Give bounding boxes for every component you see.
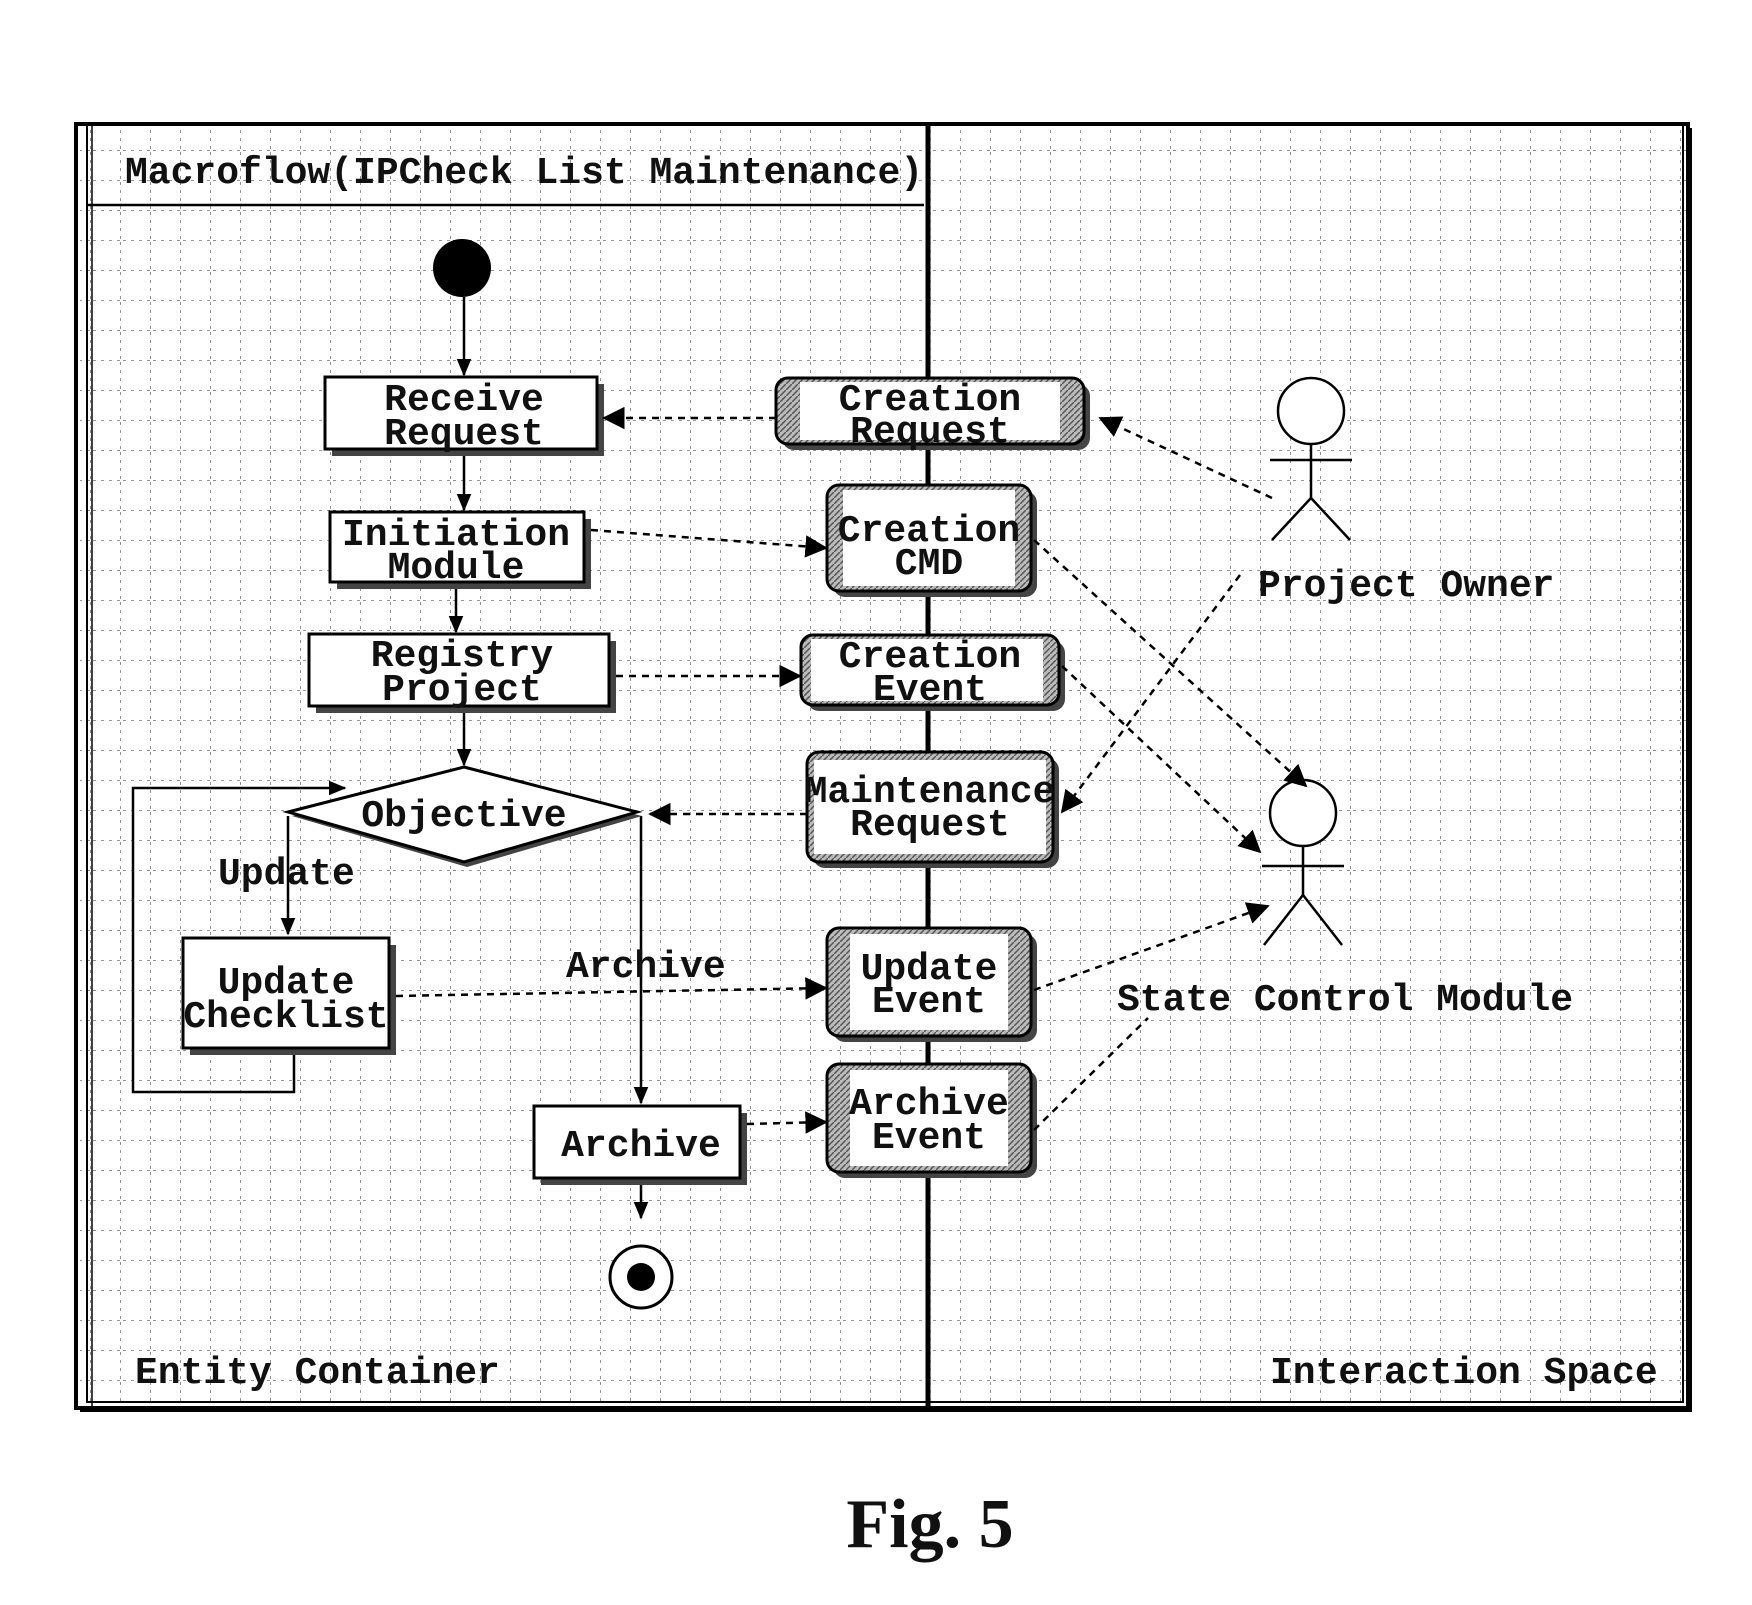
activity-archive: Archive: [534, 1106, 747, 1185]
message-creation-event-line2: Event: [873, 669, 987, 712]
activity-initiation-module-line2: Module: [388, 547, 525, 590]
activity-receive-request-line2: Request: [384, 413, 544, 456]
branch-label-update: Update: [218, 853, 355, 896]
entity-container-label: Entity Container: [135, 1352, 500, 1395]
message-creation-cmd: Creation CMD: [827, 485, 1037, 597]
activity-update-checklist: Update Checklist: [183, 938, 396, 1055]
decision-objective-label: Objective: [361, 795, 566, 838]
figure-caption: Fig. 5: [780, 1485, 1080, 1565]
activity-registry-project: Registry Project: [309, 634, 616, 713]
message-archive-event-line2: Event: [872, 1117, 986, 1160]
message-creation-request-line2: Request: [850, 411, 1010, 454]
branch-label-archive: Archive: [566, 946, 726, 989]
state-control-module-head-icon: [1270, 780, 1336, 846]
activity-update-checklist-line2: Checklist: [183, 996, 388, 1039]
actor-project-owner-label: Project Owner: [1258, 565, 1554, 608]
final-node: [610, 1246, 672, 1308]
project-owner-head-icon: [1278, 378, 1344, 444]
message-creation-request: Creation Request: [776, 378, 1090, 454]
interaction-space-label: Interaction Space: [1270, 1352, 1658, 1395]
message-creation-cmd-line2: CMD: [895, 543, 963, 586]
message-update-event-line2: Event: [872, 981, 986, 1024]
message-maintenance-request: Maintenance Request: [805, 752, 1059, 868]
message-creation-event: Creation Event: [801, 635, 1065, 712]
activity-archive-label: Archive: [561, 1125, 721, 1168]
message-update-event: Update Event: [827, 928, 1037, 1042]
activity-registry-project-line2: Project: [382, 669, 542, 712]
diagram-title: Macroflow(IPCheck List Maintenance): [125, 152, 923, 195]
message-maintenance-request-line2: Request: [850, 804, 1010, 847]
initial-node: [433, 239, 491, 297]
message-archive-event: Archive Event: [827, 1064, 1037, 1178]
activity-receive-request: Receive Request: [325, 377, 604, 456]
activity-initiation-module: Initiation Module: [330, 512, 591, 590]
actor-state-control-module-label: State Control Module: [1117, 979, 1573, 1022]
